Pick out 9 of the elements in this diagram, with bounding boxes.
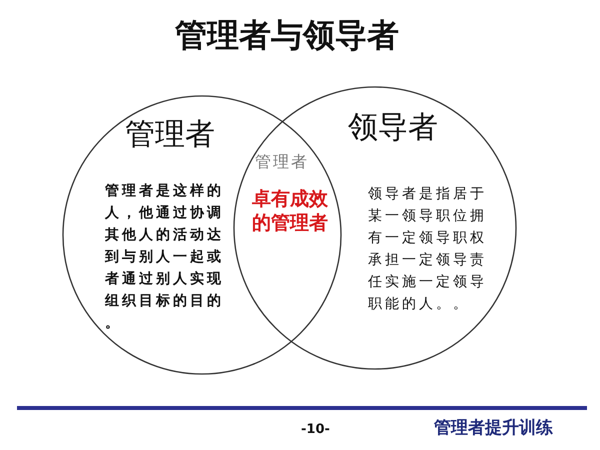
highlight-text: 卓有成效的管理者 bbox=[252, 187, 329, 235]
circle-heading: 领导者 bbox=[348, 110, 438, 146]
footer-text: 管理者提升训练 bbox=[434, 418, 553, 438]
description-text: 管理者是这样的人，他通过协调其他人的活动达到与别人一起或者通过别人实现组织目标的目的。 bbox=[105, 182, 225, 333]
slide-title: 管理者与领导者 bbox=[175, 16, 399, 54]
circle-heading: 管理者 bbox=[125, 117, 215, 153]
overlap-caption: 管理者 bbox=[255, 152, 309, 171]
description-text: 领导者是指居于某一领导职位拥有一定领导职权承担一定领导责任实施一定领导职能的人。。 bbox=[368, 185, 488, 314]
page-number: -10- bbox=[301, 422, 330, 438]
